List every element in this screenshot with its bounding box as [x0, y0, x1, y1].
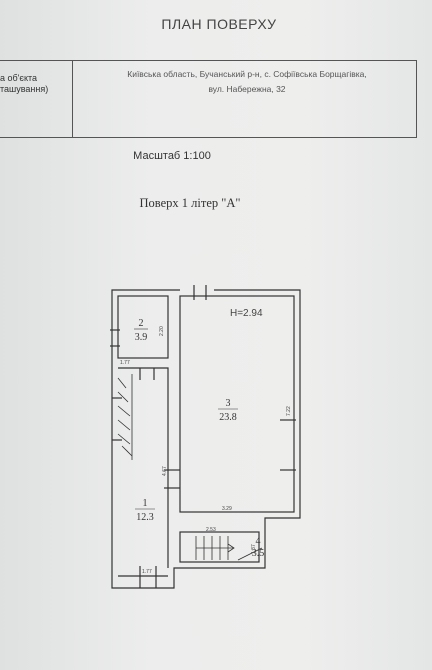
room3-area: 23.8	[219, 412, 237, 423]
table-divider	[72, 61, 73, 137]
address-line2: вул. Набережна, 32	[208, 84, 286, 94]
room1-walls	[118, 367, 169, 568]
room3-walls	[179, 295, 295, 513]
dim-room4-height: 1.37	[251, 544, 257, 554]
room1-area: 12.3	[136, 512, 154, 523]
room4-area: 3.5	[252, 548, 265, 559]
address-line1: Київська область, Бучанський р-н, с. Соф…	[127, 69, 367, 79]
height-label: H=2.94	[230, 308, 263, 319]
object-info-table: а об'єкта ташування) Київська область, Б…	[0, 60, 417, 138]
scale-label: Масштаб 1:100	[133, 150, 211, 162]
room3-number: 3	[226, 398, 231, 409]
dim-room3-height: 7.22	[286, 406, 292, 416]
dim-room2-width: 1.77	[120, 360, 130, 366]
dim-room3-width: 3.29	[222, 506, 232, 512]
staircase-room4	[195, 536, 235, 560]
staircase-room1	[117, 374, 133, 460]
room1-number: 1	[143, 498, 148, 509]
dim-room4-width: 2.53	[206, 527, 216, 533]
room2-number: 2	[139, 318, 144, 329]
object-label-line2: ташування)	[0, 84, 49, 94]
room4-leader	[237, 547, 263, 561]
dim-corridor-length: 4.67	[162, 466, 168, 476]
floor-label: Поверх 1 літер "А"	[139, 196, 241, 210]
room4-number: 4	[256, 536, 261, 547]
object-label-line1: а об'єкта	[0, 73, 38, 83]
dim-room2-height: 2.20	[159, 326, 165, 336]
room2-area: 3.9	[135, 332, 148, 343]
room2-walls	[117, 295, 169, 359]
room4-walls	[179, 531, 260, 563]
dim-room1-width: 1.77	[142, 569, 152, 575]
page-title: ПЛАН ПОВЕРХУ	[161, 16, 277, 32]
outer-wall	[111, 289, 301, 589]
